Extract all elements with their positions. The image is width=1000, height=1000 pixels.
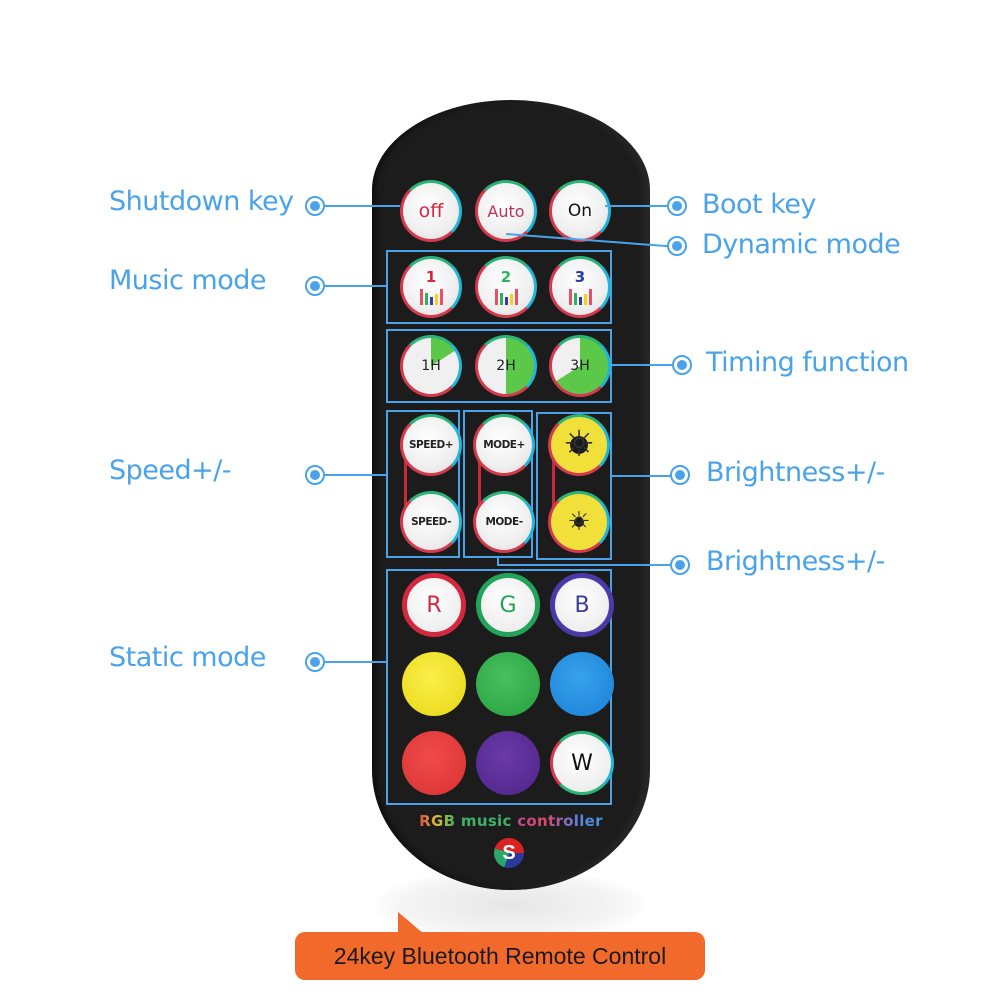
timing-frame bbox=[386, 329, 612, 403]
blue-button[interactable] bbox=[550, 652, 614, 716]
callout-dot bbox=[667, 236, 687, 256]
equalizer-icon bbox=[494, 285, 518, 305]
sun-small-icon: ☼ bbox=[567, 507, 591, 537]
speed-plus-button[interactable]: SPEED+ bbox=[400, 414, 462, 476]
on-button[interactable]: On bbox=[549, 180, 611, 242]
blue-letter-button[interactable]: B bbox=[550, 573, 614, 637]
yellow-button[interactable] bbox=[402, 652, 466, 716]
timer-3h-button[interactable]: 3H bbox=[549, 335, 611, 397]
callout-timing-function: Timing function bbox=[706, 347, 909, 378]
callout-dot bbox=[670, 465, 690, 485]
callout-line bbox=[497, 564, 672, 566]
callout-speed: Speed+/- bbox=[109, 455, 232, 486]
callout-line bbox=[325, 474, 387, 476]
timer-2h-button[interactable]: 2H bbox=[475, 335, 537, 397]
callout-line bbox=[325, 205, 400, 207]
music-3-button[interactable]: 3 bbox=[549, 256, 611, 318]
off-button[interactable]: off bbox=[400, 180, 462, 242]
callout-line bbox=[611, 475, 673, 477]
callout-line bbox=[611, 364, 673, 366]
banner-pointer bbox=[398, 912, 424, 934]
callout-music-mode: Music mode bbox=[109, 265, 266, 296]
callout-static-mode: Static mode bbox=[109, 642, 266, 673]
callout-dot bbox=[305, 652, 325, 672]
mode-minus-button[interactable]: MODE- bbox=[473, 491, 535, 553]
timer-1h-button[interactable]: 1H bbox=[400, 335, 462, 397]
auto-button[interactable]: Auto bbox=[475, 180, 537, 242]
brightness-minus-button[interactable]: ☼ bbox=[548, 491, 610, 553]
callout-boot-key: Boot key bbox=[702, 189, 817, 220]
brightness-frame bbox=[536, 412, 612, 560]
callout-dot bbox=[305, 276, 325, 296]
music-2-button[interactable]: 2 bbox=[475, 256, 537, 318]
green-letter-button[interactable]: G bbox=[476, 573, 540, 637]
brand-text: RGB music controller bbox=[419, 812, 603, 830]
mode-plus-button[interactable]: MODE+ bbox=[473, 414, 535, 476]
brightness-connector bbox=[552, 455, 555, 525]
callout-shutdown-key: Shutdown key bbox=[109, 186, 294, 217]
red-letter-button[interactable]: R bbox=[402, 573, 466, 637]
equalizer-icon bbox=[419, 285, 443, 305]
callout-dot bbox=[305, 465, 325, 485]
callout-line bbox=[497, 557, 499, 566]
white-button[interactable]: W bbox=[550, 731, 614, 795]
sun-large-icon: ☼ bbox=[562, 424, 596, 465]
music-1-button[interactable]: 1 bbox=[400, 256, 462, 318]
mode-connector bbox=[478, 455, 481, 525]
callout-dot bbox=[667, 196, 687, 216]
green-button[interactable] bbox=[476, 652, 540, 716]
red-button[interactable] bbox=[402, 731, 466, 795]
brand-logo-icon: S bbox=[494, 838, 524, 868]
brightness-plus-button[interactable]: ☼ bbox=[548, 414, 610, 476]
callout-line bbox=[325, 661, 387, 663]
speed-frame bbox=[386, 410, 460, 558]
speed-minus-button[interactable]: SPEED- bbox=[400, 491, 462, 553]
callout-line bbox=[325, 285, 387, 287]
speed-connector bbox=[404, 455, 407, 525]
callout-dynamic-mode: Dynamic mode bbox=[702, 229, 901, 260]
equalizer-icon bbox=[568, 285, 592, 305]
callout-dot bbox=[672, 355, 692, 375]
music-mode-frame bbox=[386, 250, 612, 324]
callout-line bbox=[605, 205, 668, 207]
purple-button[interactable] bbox=[476, 731, 540, 795]
callout-brightness-1: Brightness+/- bbox=[706, 457, 885, 488]
callout-brightness-2: Brightness+/- bbox=[706, 546, 885, 577]
callout-dot bbox=[305, 196, 325, 216]
callout-dot bbox=[670, 555, 690, 575]
product-banner: 24key Bluetooth Remote Control bbox=[295, 932, 705, 980]
